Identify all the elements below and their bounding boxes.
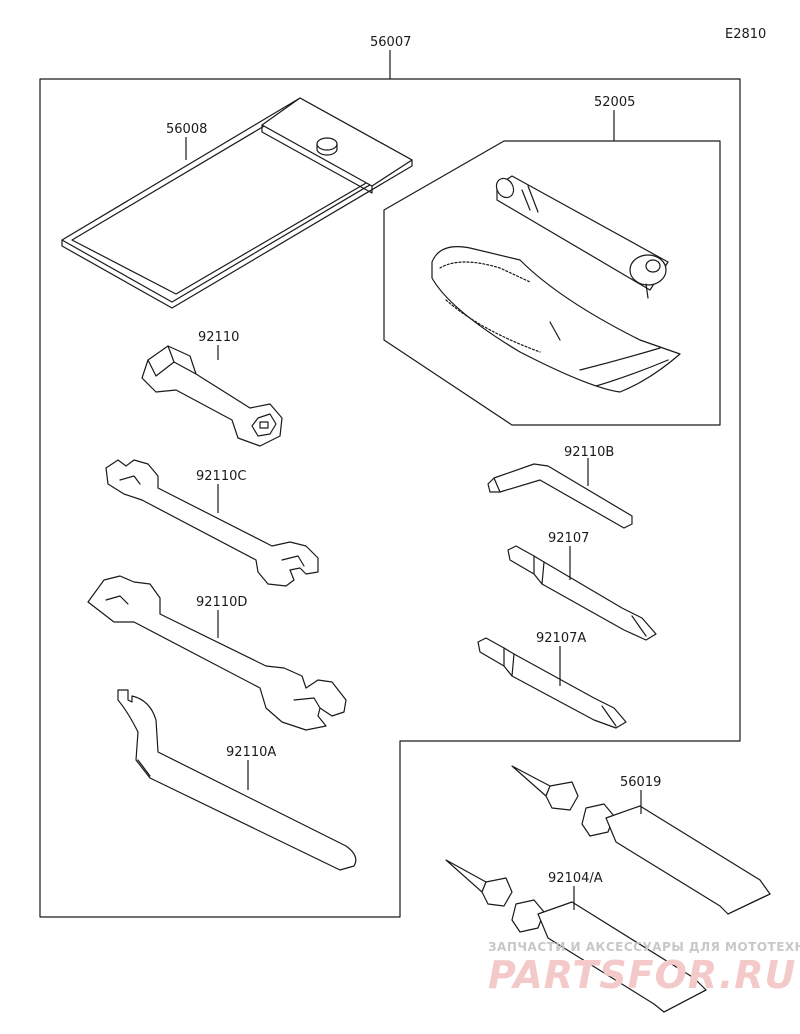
hook-spanner-drawing	[117, 689, 357, 871]
grease-tube-drawing	[511, 765, 771, 915]
part-label-92110[interactable]: 92110	[198, 330, 239, 345]
part-label-92107[interactable]: 92107	[548, 531, 589, 546]
tire-repair-kit-box	[383, 140, 721, 426]
part-label-56008[interactable]: 56008	[166, 122, 207, 137]
diagram-code: E2810	[725, 27, 766, 42]
screwdriver-bit-drawing	[507, 545, 657, 641]
open-end-wrench-large-drawing	[87, 575, 347, 731]
adhesive-tube-drawing	[445, 859, 707, 1013]
part-label-92110D[interactable]: 92110D	[196, 595, 247, 610]
pump-tube-drawing	[495, 175, 669, 299]
hex-key-drawing	[487, 463, 633, 529]
part-label-92110C[interactable]: 92110C	[196, 469, 246, 484]
part-label-92110B[interactable]: 92110B	[564, 445, 614, 460]
watermark-subtitle: ЗАПЧАСТИ И АКСЕССУАРЫ ДЛЯ МОТОТЕХНИКИ	[488, 940, 800, 954]
part-label-92107A[interactable]: 92107A	[536, 631, 586, 646]
watermark-brand: PARTSFOR.RU	[488, 953, 796, 997]
open-end-wrench-small-drawing	[105, 459, 319, 587]
part-label-56019[interactable]: 56019	[620, 775, 661, 790]
tool-pouch-drawing	[61, 97, 413, 309]
part-label-92104A[interactable]: 92104/A	[548, 871, 603, 886]
screwdriver-bit-a-drawing	[477, 637, 627, 729]
bag-drawing	[431, 246, 681, 393]
box-wrench-drawing	[141, 345, 283, 447]
part-label-52005[interactable]: 52005	[594, 95, 635, 110]
part-label-56007[interactable]: 56007	[370, 35, 411, 50]
part-label-92110A[interactable]: 92110A	[226, 745, 276, 760]
kit-boundary	[39, 78, 741, 918]
